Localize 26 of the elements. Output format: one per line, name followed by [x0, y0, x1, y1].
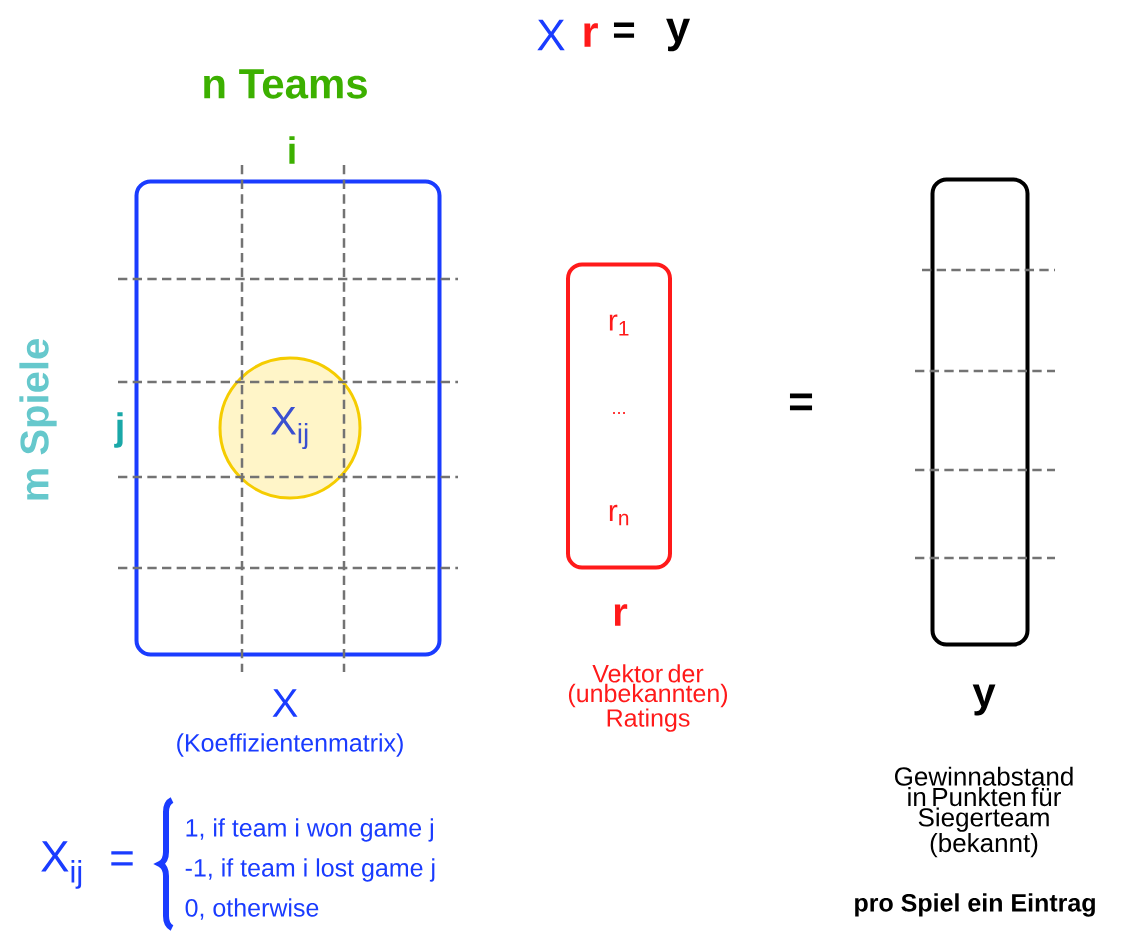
equation-symbol: = — [614, 22, 635, 38]
node-label: (Koeffizientenmatrix) — [177, 733, 403, 757]
index-label: i — [289, 136, 295, 164]
index-label: j — [114, 412, 123, 448]
equals-sign: = — [790, 393, 813, 411]
vector-entry: ... — [613, 412, 625, 414]
node-label: r — [614, 604, 628, 626]
axis-label: n Teams — [204, 69, 367, 99]
vector-entry: r$_{n}$ — [609, 504, 629, 526]
case-line: 0, otherwise — [185, 898, 319, 920]
node-label: pro Spiel ein Eintrag — [855, 893, 1095, 917]
equation-symbol: r — [584, 23, 598, 47]
vector-entry: r$_{1}$ — [609, 314, 629, 336]
node-label: X — [272, 689, 298, 717]
axis-label: m Spiele — [19, 339, 57, 500]
equation-symbol: X — [537, 19, 565, 51]
node-label: Gewinnabstand in Punkten für Siegerteam (bekannt) — [895, 766, 1073, 858]
vector-box — [930, 177, 1030, 647]
case-line: -1, if team i lost game j — [185, 858, 435, 882]
node-label: y — [972, 684, 996, 716]
equals-sign: = — [111, 851, 133, 866]
equation-symbol: y — [666, 18, 690, 52]
formula-term: X$_{ij}$ — [41, 841, 82, 889]
node-label: Vektor der (unbekannten) Ratings — [568, 664, 728, 732]
case-line: 1, if team i won game j — [186, 818, 433, 842]
matrix-box — [134, 179, 442, 657]
